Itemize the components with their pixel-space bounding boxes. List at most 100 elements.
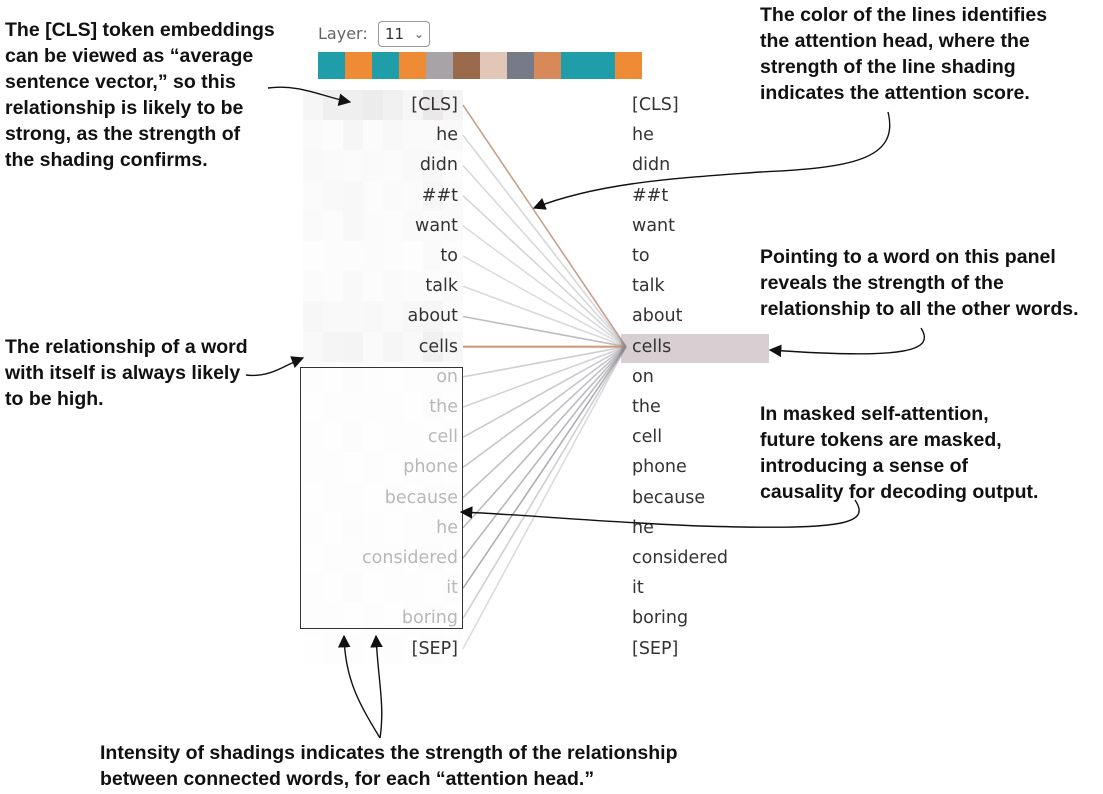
shade-cell — [403, 331, 423, 362]
left-token[interactable]: [CLS] — [411, 95, 458, 115]
left-token[interactable]: the — [429, 397, 458, 417]
right-token[interactable]: boring — [632, 608, 689, 629]
shade-cell — [323, 180, 343, 211]
shade-cell — [323, 210, 343, 241]
head-swatch[interactable] — [372, 52, 399, 79]
callout-cls-line: relationship is likely to be — [5, 97, 244, 119]
shade-cell — [323, 301, 343, 332]
shade-cell — [303, 301, 323, 332]
left-token[interactable]: talk — [425, 276, 458, 297]
right-token[interactable]: on — [632, 366, 654, 387]
left-token[interactable]: it — [446, 578, 458, 599]
attention-line — [462, 255, 627, 348]
right-token[interactable]: to — [632, 246, 650, 266]
callout-pointing-line: reveals the strength of the — [760, 272, 1004, 294]
right-token[interactable]: cells — [632, 336, 672, 357]
arrow-cls — [267, 86, 352, 106]
right-token[interactable]: phone — [632, 457, 687, 478]
shade-cell — [423, 271, 443, 302]
head-swatch[interactable] — [534, 52, 561, 79]
left-token[interactable]: didn — [419, 155, 458, 176]
attention-line — [462, 346, 627, 650]
right-token[interactable]: about — [632, 306, 683, 327]
callout-self-line: to be high. — [5, 388, 104, 410]
left-token[interactable]: to — [440, 246, 458, 266]
shade-cell — [303, 331, 323, 362]
shade-cell — [423, 301, 443, 332]
left-token[interactable]: because — [384, 487, 458, 508]
shade-cell — [423, 120, 443, 151]
left-token[interactable]: ##t — [421, 185, 458, 206]
right-token[interactable]: want — [632, 215, 675, 236]
shade-cell — [383, 120, 403, 151]
shade-cell — [383, 241, 403, 272]
shade-cell — [343, 301, 363, 332]
shade-cell — [303, 120, 323, 151]
right-token[interactable]: [SEP] — [632, 638, 679, 659]
left-token[interactable]: phone — [403, 457, 458, 478]
right-token[interactable]: cell — [632, 427, 663, 448]
right-token[interactable]: talk — [632, 276, 665, 297]
head-swatch[interactable] — [426, 52, 453, 79]
callout-masked-line: introducing a sense of — [760, 455, 969, 477]
head-swatch[interactable] — [453, 52, 480, 79]
attention-line — [462, 346, 627, 559]
head-swatch[interactable] — [588, 52, 615, 79]
right-token[interactable]: the — [632, 397, 661, 417]
right-token[interactable]: he — [632, 125, 654, 146]
right-token[interactable]: it — [632, 578, 644, 599]
left-token[interactable]: cells — [418, 336, 458, 357]
left-token[interactable]: on — [436, 366, 458, 387]
shade-cell — [323, 120, 343, 151]
callout-intensity-line: between connected words, for each “atten… — [100, 768, 595, 790]
head-swatch[interactable] — [480, 52, 507, 79]
left-token[interactable]: [SEP] — [411, 638, 458, 659]
shade-cell — [403, 271, 423, 302]
shade-cell — [443, 271, 463, 302]
left-token[interactable]: about — [407, 306, 459, 327]
left-token[interactable]: cell — [427, 427, 458, 448]
head-swatch[interactable] — [399, 52, 426, 79]
attention-line — [462, 134, 627, 348]
left-token[interactable]: considered — [362, 548, 458, 568]
attention-line — [462, 345, 627, 408]
callout-pointing-line: Pointing to a word on this panel — [760, 246, 1056, 268]
right-token[interactable]: because — [632, 487, 706, 508]
shade-cell — [423, 331, 443, 362]
shade-cell — [443, 301, 463, 332]
chevron-down-icon: ⌄ — [413, 27, 424, 41]
shade-cell — [363, 271, 383, 302]
head-swatch[interactable] — [507, 52, 534, 79]
attention-line — [462, 346, 627, 438]
shade-cell — [303, 210, 323, 241]
shade-cell — [363, 241, 383, 272]
head-swatch[interactable] — [615, 52, 642, 79]
attention-line — [462, 195, 627, 348]
shade-cell — [423, 180, 443, 211]
callout-masked-line: In masked self-attention, — [760, 403, 989, 425]
shade-cell — [343, 241, 363, 272]
right-token[interactable]: ##t — [632, 185, 669, 206]
left-token[interactable]: boring — [401, 608, 458, 629]
shade-cell — [303, 271, 323, 302]
left-token[interactable]: he — [436, 125, 458, 146]
head-swatch[interactable] — [561, 52, 588, 79]
shade-cell — [363, 331, 383, 362]
layer-select[interactable]: 11 ⌄ — [378, 21, 430, 47]
callout-pointing-line: relationship to all the other words. — [760, 298, 1079, 320]
head-swatch[interactable] — [345, 52, 372, 79]
head-swatch[interactable] — [318, 52, 345, 79]
shade-cell — [443, 210, 463, 241]
left-token[interactable]: he — [436, 517, 458, 538]
right-token[interactable]: [CLS] — [632, 95, 679, 115]
callout-cls-line: sentence vector,” so this — [5, 71, 236, 93]
shade-cell — [403, 150, 423, 181]
right-token[interactable]: didn — [632, 155, 671, 176]
shade-cell — [403, 90, 423, 121]
attention-line — [462, 315, 627, 348]
shade-cell — [303, 90, 323, 121]
right-token[interactable]: considered — [632, 548, 728, 568]
shade-cell — [323, 241, 343, 272]
left-token[interactable]: want — [415, 215, 458, 236]
